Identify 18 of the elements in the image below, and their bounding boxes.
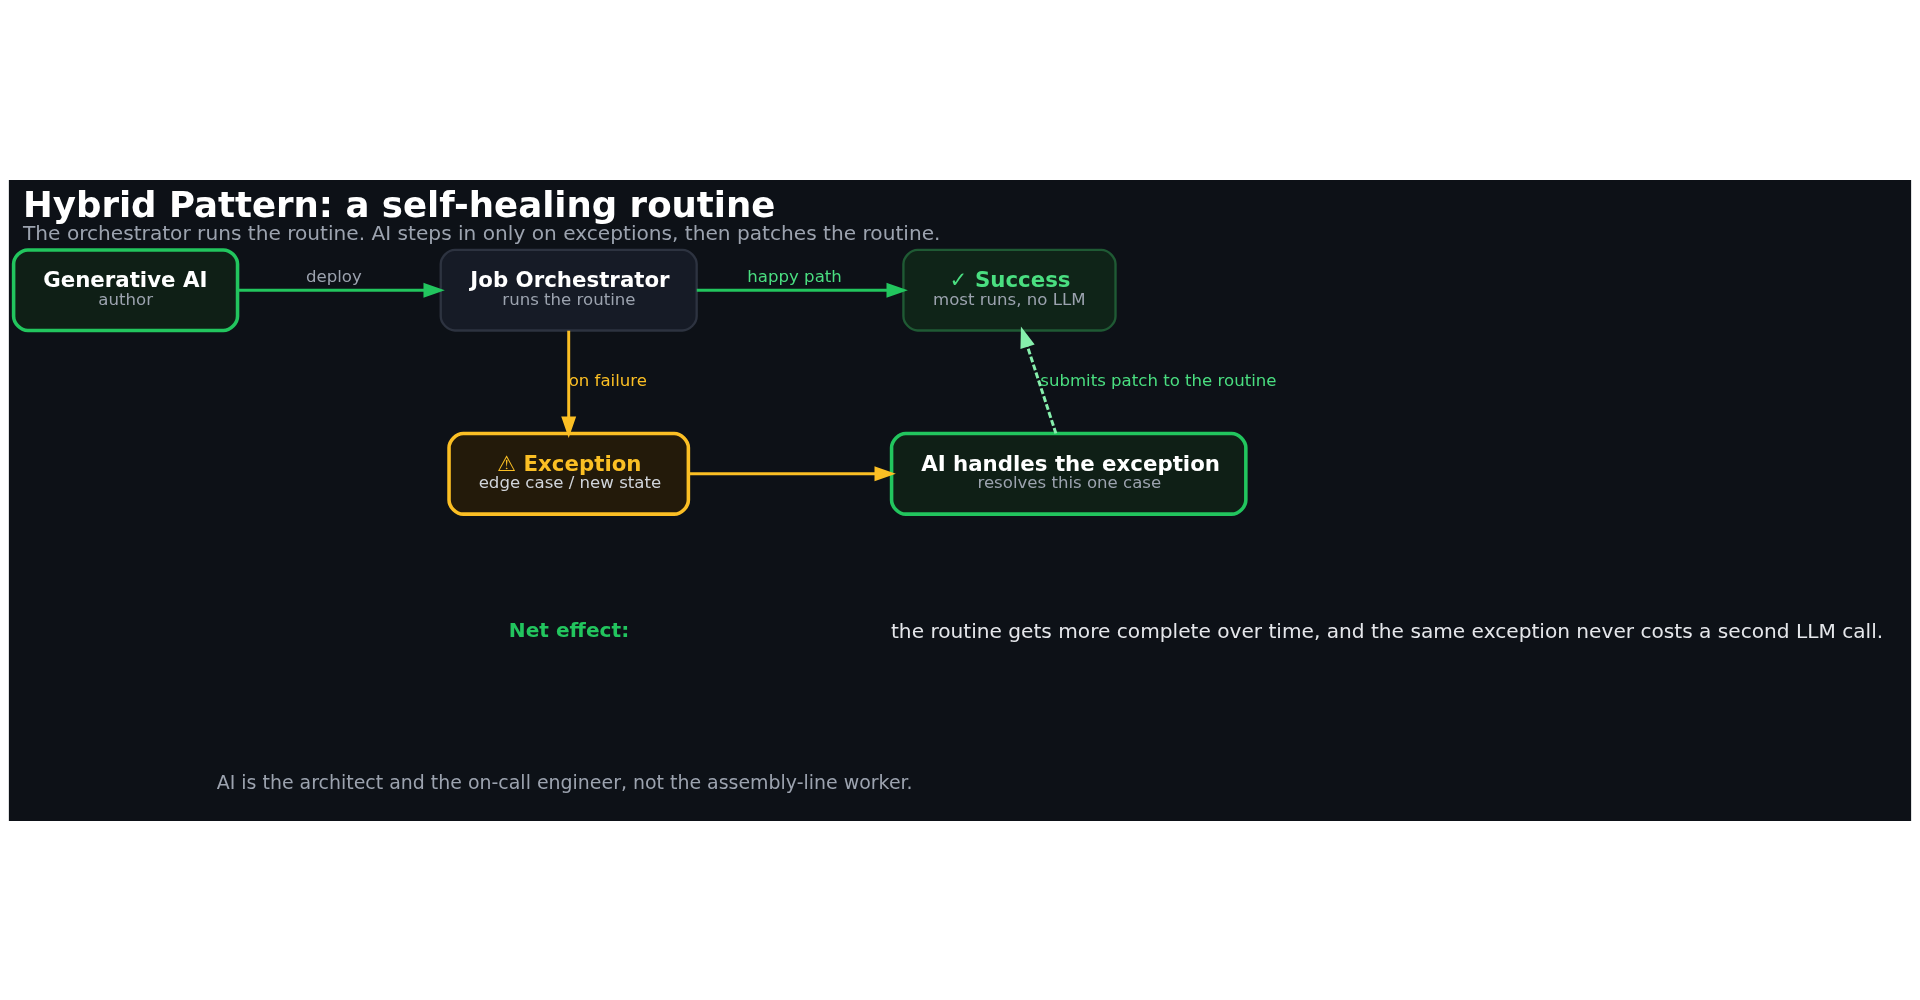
- diagram-title: Hybrid Pattern: a self-healing routine: [23, 183, 776, 225]
- arrow: [237, 282, 445, 298]
- node-box: ⚠ Exception edge case / new state: [447, 431, 691, 516]
- label: Net effect:: [508, 617, 630, 642]
- arrow: [561, 330, 577, 438]
- label: AI is the architect and the on-call engineer, not the assembly-line worker.: [216, 770, 913, 793]
- arrow: [696, 282, 908, 298]
- edge-label: on failure: [568, 370, 647, 390]
- node-box: AI handles the exception resolves this one case: [889, 431, 1248, 516]
- edge-label: happy path: [747, 266, 842, 286]
- label: the routine gets more complete over time, and the same exception never costs a second LLM call.: [890, 618, 1884, 643]
- arrow: [1020, 325, 1058, 434]
- edge-label: submits patch to the routine: [1040, 370, 1277, 390]
- node-box: Generative AI author: [11, 247, 240, 332]
- node-box: ✓ Success most runs, no LLM: [902, 248, 1117, 332]
- node-box: Job Orchestrator runs the routine: [439, 248, 698, 332]
- edge-label: deploy: [305, 266, 362, 286]
- arrow: [688, 465, 896, 481]
